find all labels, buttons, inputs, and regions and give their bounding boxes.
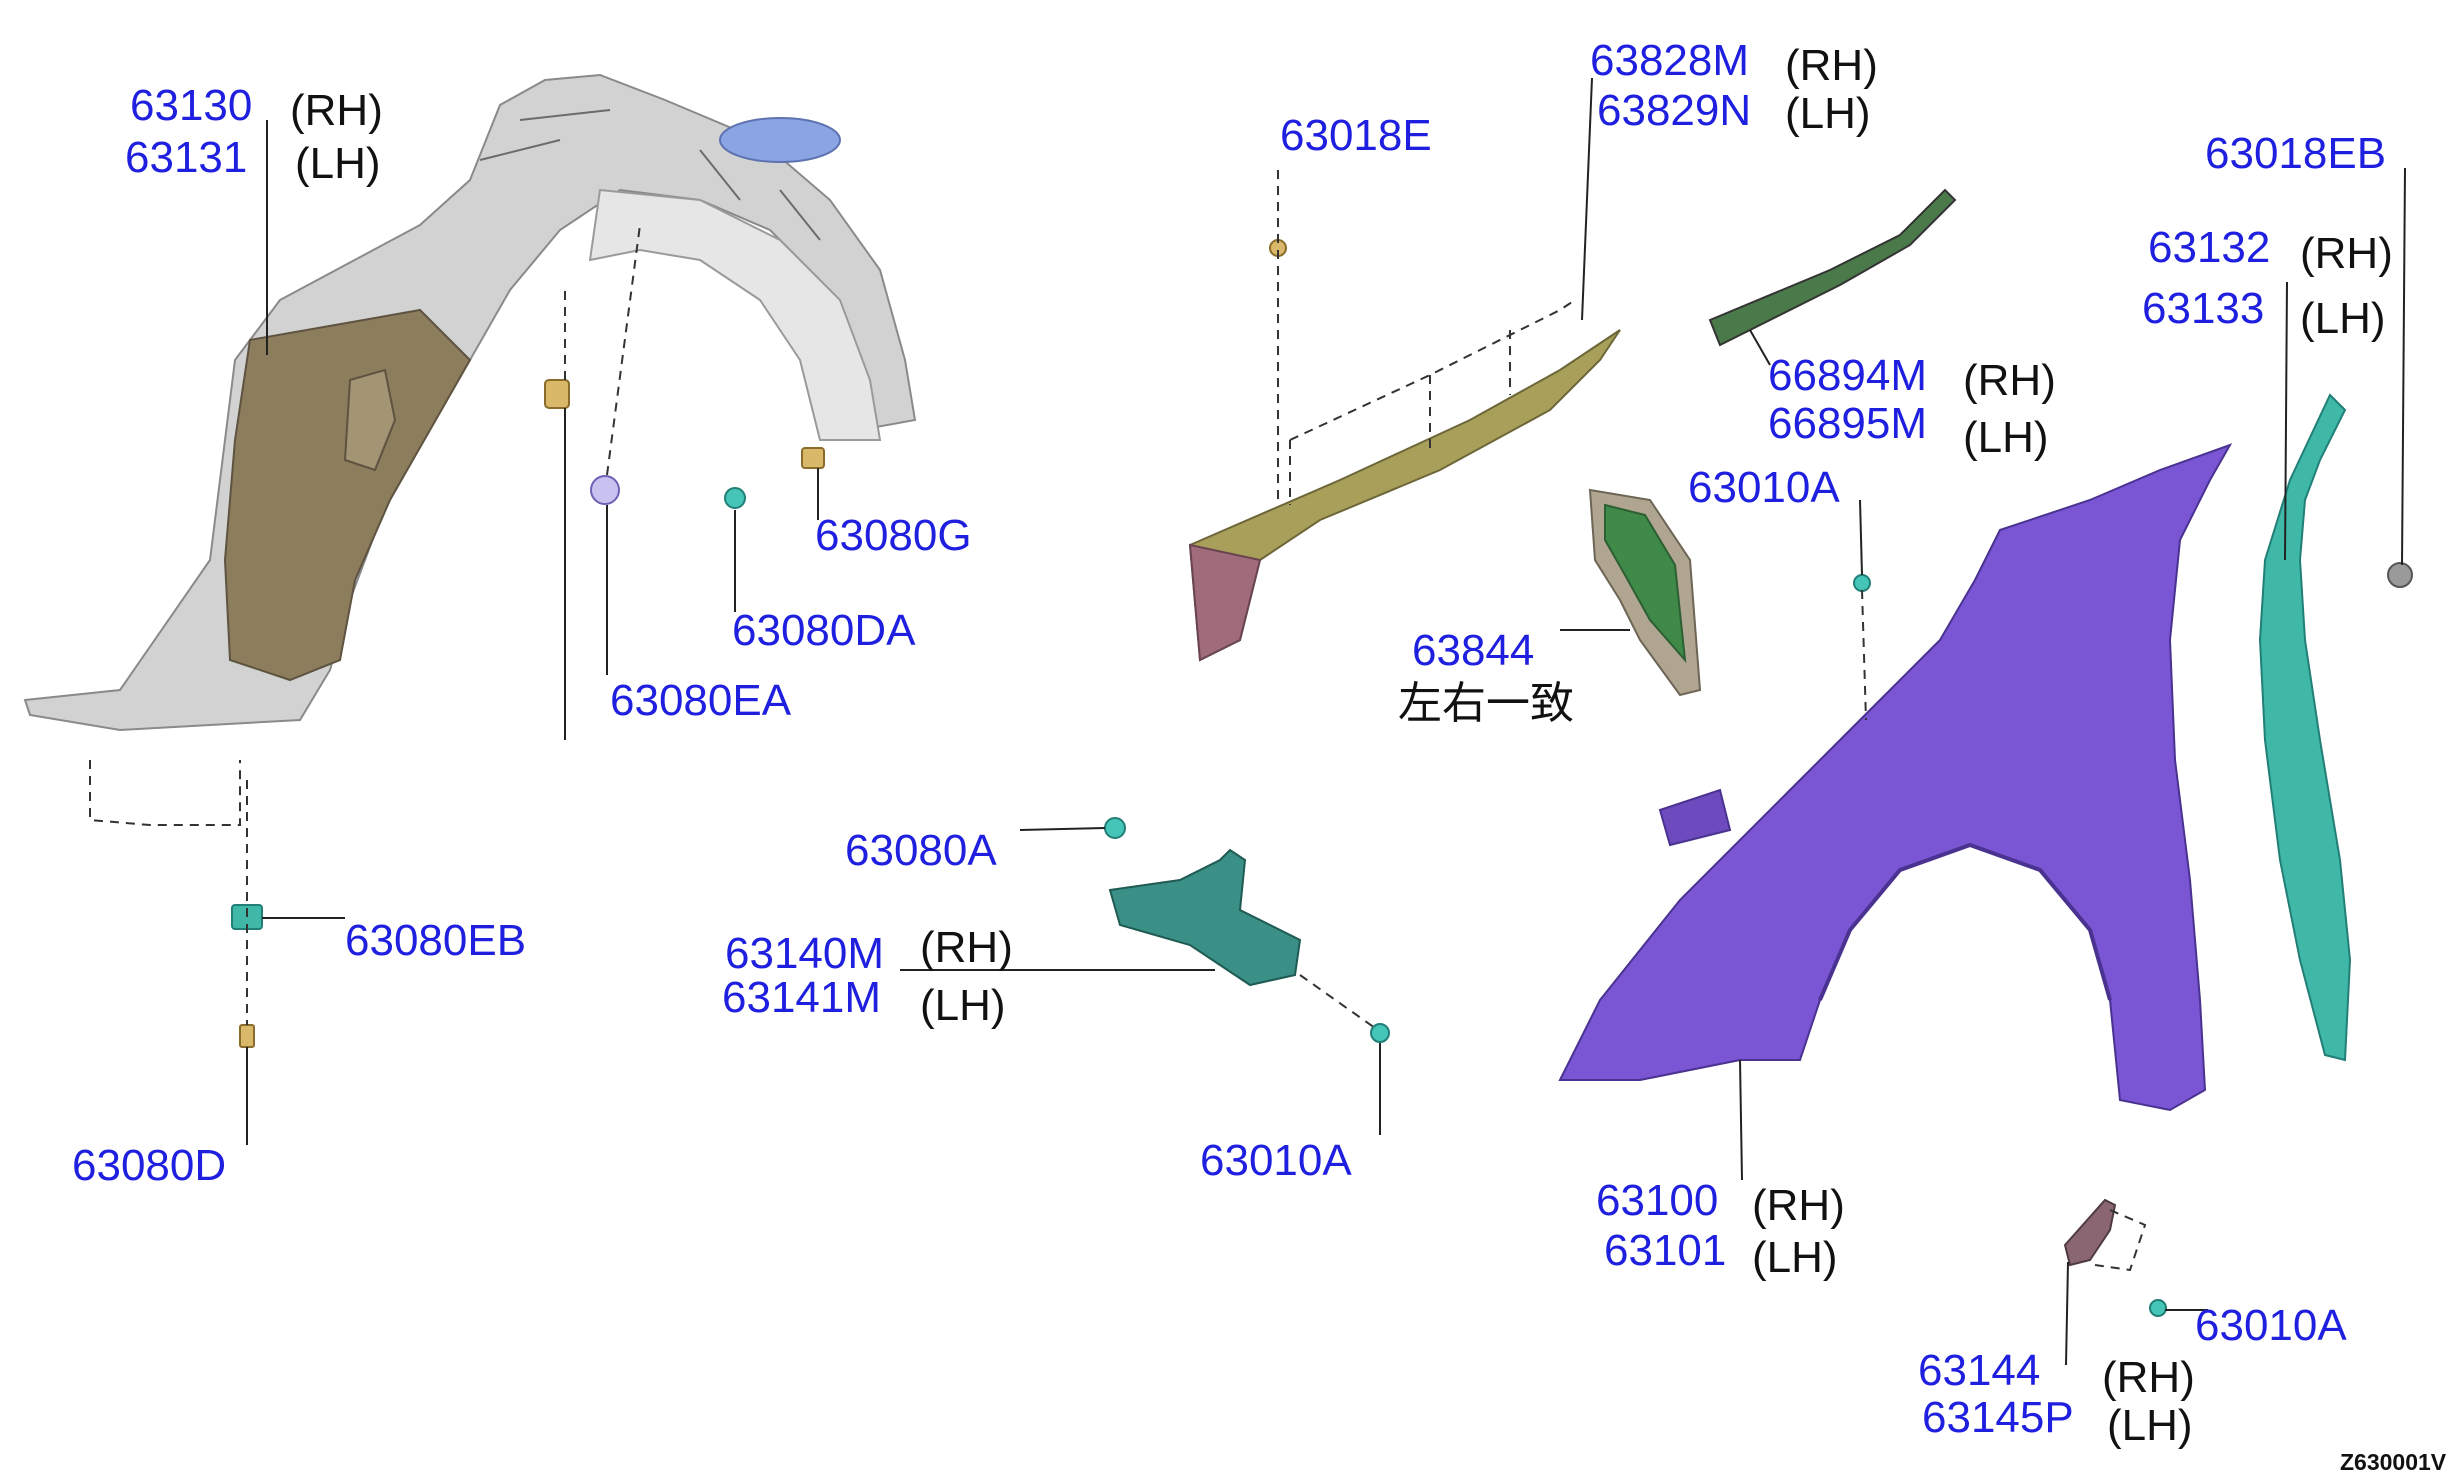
label-63101-lh: (LH) xyxy=(1752,1233,1838,1282)
fender-protector-ribs xyxy=(479,109,821,241)
clip-63080da-icon xyxy=(724,487,746,509)
label-63010a-bot: 63010A xyxy=(2195,1301,2347,1350)
front-fender-illustration xyxy=(1558,443,2233,1112)
fender-insulator-face xyxy=(1604,503,1687,664)
label-63140m: 63140M xyxy=(725,929,884,978)
fender-seal-illustration xyxy=(2258,393,2413,1062)
clip-63018eb-icon xyxy=(2387,562,2413,588)
cowl-trim-outline-dashes xyxy=(1289,299,1576,505)
label-63101: 63101 xyxy=(1604,1226,1726,1275)
fender-protector-bottom-flange xyxy=(89,760,241,826)
cowl-trim-body xyxy=(1188,329,1621,662)
hood-seal-strip xyxy=(1708,188,1957,347)
label-63080d: 63080D xyxy=(72,1141,226,1190)
label-66894m-rh: (RH) xyxy=(1963,356,2056,405)
label-63844-same-lr: 左右一致 xyxy=(1398,679,1574,728)
label-63132-rh: (RH) xyxy=(2300,229,2393,278)
fender-protector-blue-patch xyxy=(719,117,841,163)
clip-63080d-icon xyxy=(239,1024,255,1048)
label-66894m: 66894M xyxy=(1768,351,1927,400)
diagram-code: Z630001V xyxy=(2340,1449,2447,1475)
label-63100-rh: (RH) xyxy=(1752,1181,1845,1230)
fender-protector-pad-bump xyxy=(343,368,397,472)
clip-63010a-mid-icon xyxy=(1370,1023,1390,1043)
label-63140m-rh: (RH) xyxy=(920,923,1013,972)
cowl-top-trim-illustration xyxy=(1188,239,1621,662)
label-63829n-lh: (LH) xyxy=(1785,89,1871,138)
fender-protector-liner xyxy=(588,188,882,441)
leader-lines xyxy=(246,77,2406,1366)
clip-63080g-icon xyxy=(801,447,825,469)
label-63080da: 63080DA xyxy=(732,606,916,655)
label-63080g: 63080G xyxy=(815,511,972,560)
cowl-trim-underside xyxy=(1188,543,1262,662)
protector-clips xyxy=(231,379,825,1048)
label-63144-rh: (RH) xyxy=(2102,1353,2195,1402)
hood-seal-strip-illustration xyxy=(1708,188,1957,347)
fender-protector-illustration xyxy=(23,73,917,826)
fender-bracket-illustration xyxy=(1104,817,1390,1043)
label-63010a-mid: 63010A xyxy=(1200,1136,1352,1185)
label-63131-lh: (LH) xyxy=(295,139,381,188)
label-63141m: 63141M xyxy=(722,973,881,1022)
label-63145p: 63145P xyxy=(1922,1393,2074,1442)
fender-seal-strip xyxy=(2258,393,2352,1062)
label-63144: 63144 xyxy=(1918,1346,2040,1395)
fender-bracket-body xyxy=(1108,848,1302,987)
small-bracket-illustration xyxy=(2063,1198,2167,1317)
label-63018eb: 63018EB xyxy=(2205,129,2386,178)
fender-protector-pad xyxy=(223,308,472,682)
label-63080ea: 63080EA xyxy=(610,676,792,725)
small-bracket-dashes xyxy=(2094,1209,2147,1272)
label-63018e: 63018E xyxy=(1280,111,1432,160)
label-63100: 63100 xyxy=(1596,1176,1718,1225)
label-66895m-lh: (LH) xyxy=(1963,413,2049,462)
clip-63080e-icon xyxy=(544,379,570,409)
label-63130: 63130 xyxy=(130,81,252,130)
clip-63080ea-icon xyxy=(590,475,620,505)
clip-63010a-top-icon xyxy=(1853,574,1871,592)
label-63844: 63844 xyxy=(1412,626,1534,675)
label-63132: 63132 xyxy=(2148,223,2270,272)
clip-63080a-icon xyxy=(1104,817,1126,839)
label-63130-rh: (RH) xyxy=(290,86,383,135)
label-63828m: 63828M xyxy=(1590,36,1749,85)
label-63828m-rh: (RH) xyxy=(1785,41,1878,90)
label-63131: 63131 xyxy=(125,133,247,182)
front-fender-top-flange xyxy=(1658,788,1732,847)
label-63010a-top: 63010A xyxy=(1688,463,1840,512)
clip-63010a-bot-icon xyxy=(2149,1299,2167,1317)
label-63133-lh: (LH) xyxy=(2300,294,2386,343)
front-fender-wheel-arch-edge xyxy=(1818,842,2112,1001)
label-63080eb: 63080EB xyxy=(345,916,526,965)
small-bracket-body xyxy=(2063,1198,2117,1267)
label-63141m-lh: (LH) xyxy=(920,981,1006,1030)
label-66895m: 66895M xyxy=(1768,399,1927,448)
label-63080a: 63080A xyxy=(845,826,997,875)
fender-insulator-illustration xyxy=(1588,488,1702,697)
part-labels: 63130 (RH) 63131 (LH) 63828M (RH) 63829N… xyxy=(72,36,2447,1475)
label-63145p-lh: (LH) xyxy=(2107,1401,2193,1450)
label-63133: 63133 xyxy=(2142,284,2264,333)
label-63829n: 63829N xyxy=(1597,86,1751,135)
